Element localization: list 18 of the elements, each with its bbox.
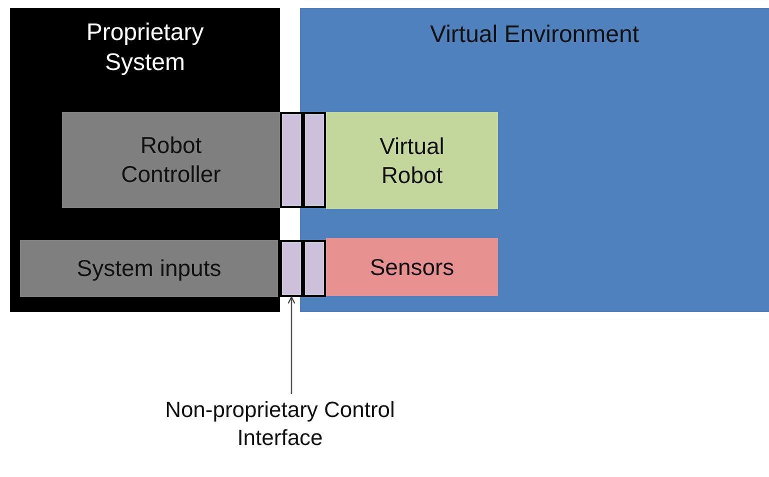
interface-block xyxy=(303,240,326,297)
interface-block xyxy=(303,112,326,208)
node-label: System inputs xyxy=(76,254,222,283)
panel-title: Proprietary System xyxy=(85,18,205,78)
process-box xyxy=(326,238,498,296)
node-label: Sensors xyxy=(370,252,454,282)
process-box xyxy=(62,112,280,208)
process-box xyxy=(326,112,498,209)
callout-text: Non-proprietary Control Interface xyxy=(164,396,396,451)
interface-block xyxy=(280,112,303,208)
node-label: Virtual Robot xyxy=(378,132,446,190)
node-label: Robot Controller xyxy=(120,131,222,189)
interface-block xyxy=(280,240,303,297)
environment-panel xyxy=(300,8,769,312)
system-panel xyxy=(10,8,280,312)
leader-arrow xyxy=(288,296,296,394)
process-box xyxy=(20,240,278,297)
panel-title: Virtual Environment xyxy=(430,20,639,50)
